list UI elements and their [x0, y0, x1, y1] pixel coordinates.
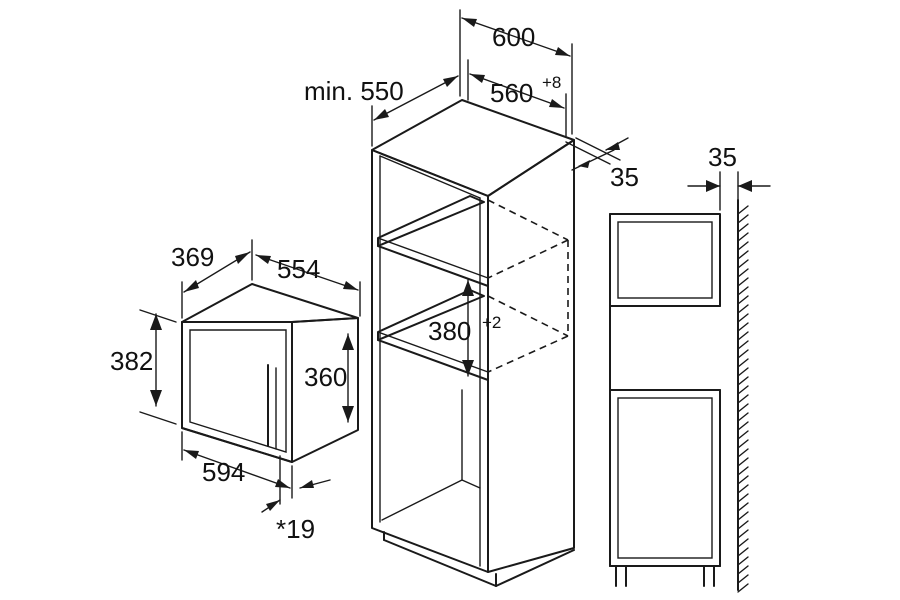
hatch-line — [737, 475, 749, 485]
section-upper-box — [609, 213, 721, 307]
dim-niche-height-tolerance: +2 — [482, 313, 501, 332]
hatch-line — [737, 439, 749, 449]
hatch-line — [737, 385, 749, 395]
hatch-line — [737, 304, 749, 314]
hatch-line — [737, 538, 749, 548]
dim-niche-width-tolerance: +8 — [542, 73, 561, 92]
hatch-line — [737, 340, 749, 350]
hatch-line — [737, 394, 749, 404]
cabinet-mid-shelf — [377, 289, 485, 341]
hatch-line — [737, 448, 749, 458]
hatch-line — [737, 286, 749, 296]
dim-niche-width: 560 — [490, 78, 533, 108]
dim-appliance-height: 382 — [110, 346, 153, 376]
hatch-line — [737, 277, 749, 287]
cabinet-side — [487, 139, 575, 573]
appliance-side — [291, 317, 359, 463]
hatch-line — [737, 214, 749, 224]
dim-cabinet-width: 600 — [492, 22, 535, 52]
hatch-line — [737, 502, 749, 512]
hatch-line — [737, 493, 749, 503]
cabinet-dimensions: 600 560 +8 min. 550 35 380 +2 — [304, 9, 639, 377]
hatch-line — [737, 268, 749, 278]
hatch-line — [737, 205, 749, 215]
hatch-line — [737, 223, 749, 233]
appliance-dimensions: 369 554 382 360 594 *19 — [110, 239, 361, 544]
hatch-line — [737, 430, 749, 440]
dim-front-depth: *19 — [276, 514, 315, 544]
hatch-line — [737, 520, 749, 530]
hatch-line — [737, 322, 749, 332]
dim-appliance-depth: 369 — [171, 242, 214, 272]
hatch-line — [737, 349, 749, 359]
dim-side-gap: 35 — [610, 162, 639, 192]
hatch-line — [737, 421, 749, 431]
hatch-line — [737, 313, 749, 323]
hatch-line — [737, 574, 749, 584]
hatch-line — [737, 529, 749, 539]
hatch-line — [737, 331, 749, 341]
appliance-door — [189, 329, 287, 453]
hatch-line — [737, 547, 749, 557]
hatch-line — [737, 457, 749, 467]
hatch-line — [737, 241, 749, 251]
hatch-line — [737, 295, 749, 305]
dim-wall-gap: 35 — [708, 142, 737, 172]
wall-gap-dimension: 35 — [687, 142, 771, 211]
hatch-line — [737, 466, 749, 476]
hatch-line — [737, 556, 749, 566]
hatch-line — [737, 358, 749, 368]
cabinet-drawing — [371, 99, 575, 587]
cabinet-top-shelf — [377, 195, 485, 247]
hatch-line — [737, 403, 749, 413]
wall-hatching — [737, 205, 749, 593]
dim-appliance-width: 594 — [202, 457, 245, 487]
hatch-line — [737, 565, 749, 575]
section-lower-box — [609, 389, 721, 567]
hatch-line — [737, 376, 749, 386]
dim-appliance-inner-width: 554 — [277, 254, 320, 284]
hatch-line — [737, 484, 749, 494]
hatch-line — [737, 367, 749, 377]
hatch-line — [737, 232, 749, 242]
dim-cabinet-depth: min. 550 — [304, 76, 404, 106]
appliance-top — [181, 283, 359, 323]
hatch-line — [737, 412, 749, 422]
hatch-line — [737, 259, 749, 269]
dim-niche-height: 380 — [428, 316, 471, 346]
side-section-drawing — [609, 199, 749, 593]
hatch-line — [737, 511, 749, 521]
hatch-line — [737, 583, 749, 593]
cabinet-top — [371, 99, 575, 197]
appliance-drawing — [181, 283, 359, 463]
hatch-line — [737, 250, 749, 260]
dim-appliance-inner-height: 360 — [304, 362, 347, 392]
